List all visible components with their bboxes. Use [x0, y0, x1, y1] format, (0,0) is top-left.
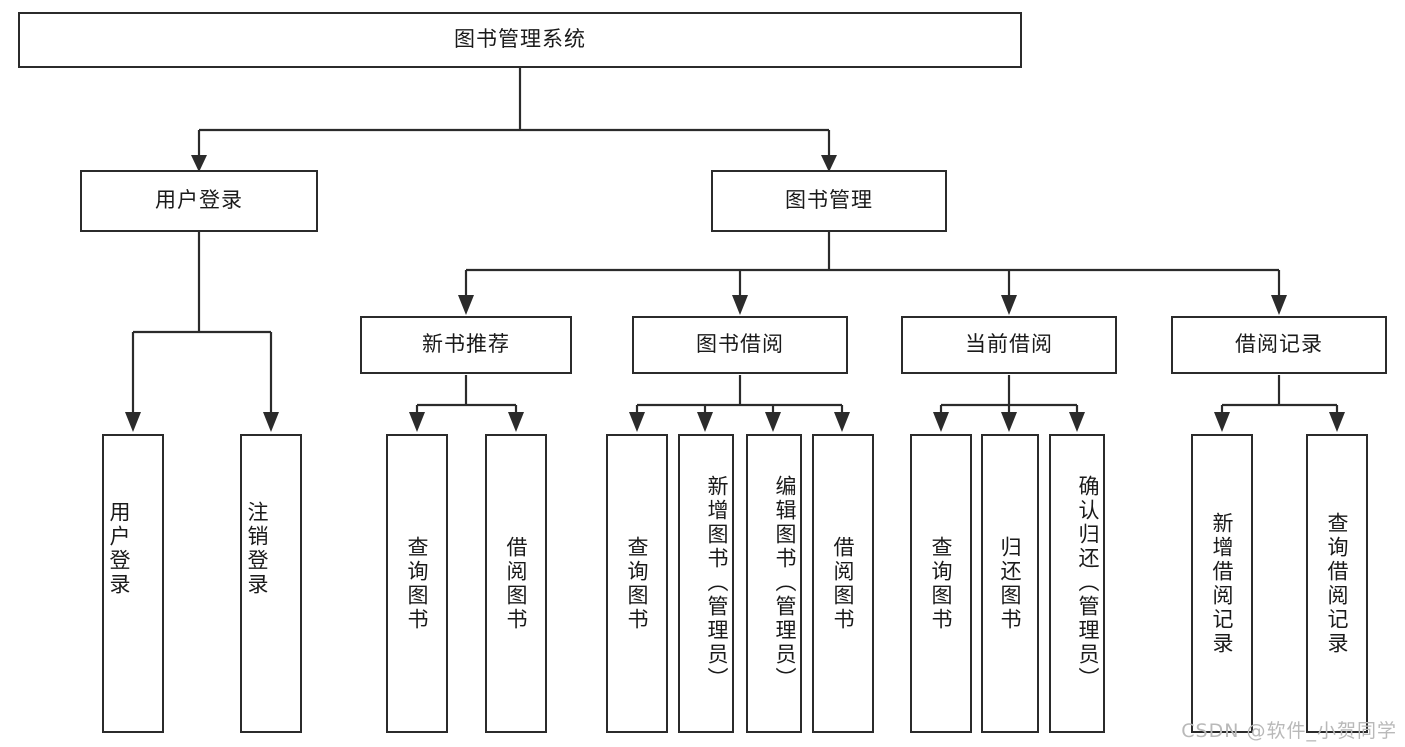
leaf-return-book[interactable]: 归还图书: [981, 434, 1039, 733]
leaf-query-book-3[interactable]: 查询图书: [910, 434, 972, 733]
node-label: 图书管理: [785, 188, 873, 213]
node-user-login[interactable]: 用户登录: [80, 170, 318, 232]
node-label: 查询借阅记录: [1325, 511, 1349, 656]
leaf-confirm-return[interactable]: 确认归还（管理员）: [1049, 434, 1105, 733]
node-label: 用户登录: [107, 500, 131, 597]
leaf-query-record[interactable]: 查询借阅记录: [1306, 434, 1368, 733]
leaf-user-logout[interactable]: 注销登录: [240, 434, 302, 733]
node-book-borrow[interactable]: 图书借阅: [632, 316, 848, 374]
node-label: 用户登录: [155, 188, 243, 213]
leaf-add-record[interactable]: 新增借阅记录: [1191, 434, 1253, 733]
node-label: 图书管理系统: [454, 27, 586, 52]
node-label: 确认归还（管理员）: [1076, 474, 1100, 691]
node-label: 新增借阅记录: [1210, 511, 1234, 656]
leaf-user-login[interactable]: 用户登录: [102, 434, 164, 733]
leaf-edit-book[interactable]: 编辑图书（管理员）: [746, 434, 802, 733]
watermark-text: CSDN @软件_小贺同学: [1181, 720, 1397, 742]
node-label: 当前借阅: [965, 332, 1053, 357]
node-current-borrow[interactable]: 当前借阅: [901, 316, 1117, 374]
node-label: 编辑图书（管理员）: [773, 474, 797, 691]
node-label: 注销登录: [245, 500, 269, 597]
leaf-query-book-1[interactable]: 查询图书: [386, 434, 448, 733]
leaf-borrow-book-1[interactable]: 借阅图书: [485, 434, 547, 733]
node-label: 查询图书: [625, 535, 649, 632]
node-label: 借阅图书: [504, 535, 528, 632]
node-label: 新增图书（管理员）: [705, 474, 729, 691]
node-label: 归还图书: [998, 535, 1022, 632]
node-label: 查询图书: [405, 535, 429, 632]
node-root[interactable]: 图书管理系统: [18, 12, 1022, 68]
node-book-manage[interactable]: 图书管理: [711, 170, 947, 232]
node-label: 借阅图书: [831, 535, 855, 632]
node-label: 新书推荐: [422, 332, 510, 357]
node-label: 图书借阅: [696, 332, 784, 357]
leaf-query-book-2[interactable]: 查询图书: [606, 434, 668, 733]
node-new-book-recommend[interactable]: 新书推荐: [360, 316, 572, 374]
node-label: 查询图书: [929, 535, 953, 632]
leaf-add-book[interactable]: 新增图书（管理员）: [678, 434, 734, 733]
leaf-borrow-book-2[interactable]: 借阅图书: [812, 434, 874, 733]
node-borrow-record[interactable]: 借阅记录: [1171, 316, 1387, 374]
node-label: 借阅记录: [1235, 332, 1323, 357]
